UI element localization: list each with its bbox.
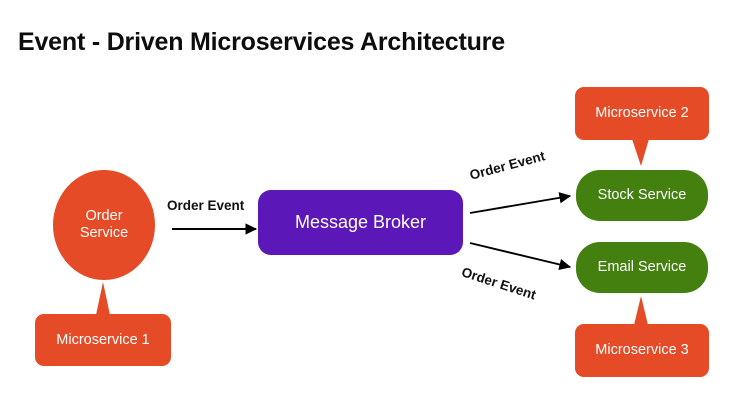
node-microservice-3[interactable] (575, 296, 709, 377)
page-title: Event - Driven Microservices Architectur… (18, 28, 505, 56)
edge-broker-to-email (469, 242, 572, 271)
node-microservice-2[interactable] (575, 87, 709, 166)
node-order-service[interactable] (53, 170, 155, 280)
node-message-broker[interactable] (258, 190, 463, 255)
edge-broker-to-stock (469, 192, 572, 214)
node-microservice-1[interactable] (35, 282, 171, 366)
node-email-service[interactable] (576, 242, 708, 293)
node-stock-service[interactable] (576, 170, 708, 221)
